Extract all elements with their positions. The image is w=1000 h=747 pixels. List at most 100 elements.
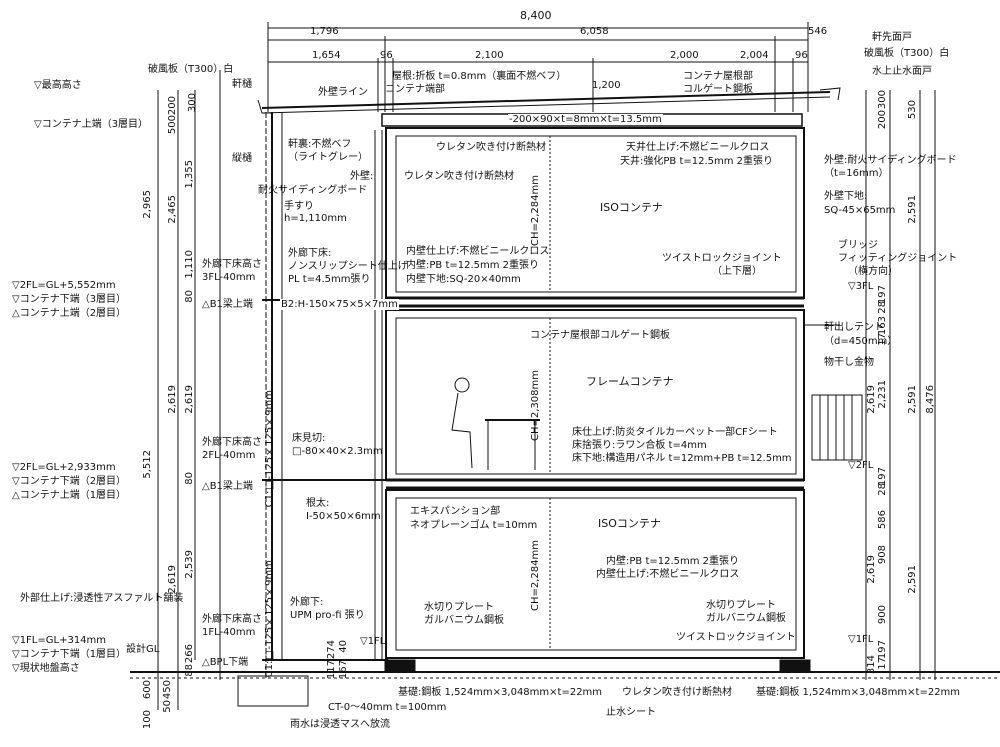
left-mid-2465: 2,465 bbox=[167, 195, 178, 224]
right-dim-314: 314 bbox=[866, 655, 877, 675]
note-twist-lower: ツイストロックジョイント bbox=[676, 632, 796, 643]
small-dim-117: 117 bbox=[326, 660, 337, 680]
note-container-end: コンテナ端部 bbox=[385, 84, 445, 95]
note-expansion-2: ネオプレーンゴム t=10mm bbox=[410, 520, 538, 531]
right-dim-908: 908 bbox=[877, 545, 888, 565]
left-mid-1355: 1,355 bbox=[184, 160, 195, 189]
right-dim-28b: 28 bbox=[877, 483, 888, 496]
right-dim-17b: 17 bbox=[877, 657, 888, 670]
left-dim-300: 300 bbox=[187, 93, 198, 113]
note-yuka-2: 床捨張り:ラワン合板 t=4mm bbox=[572, 440, 707, 451]
dim-row3-b: 96 bbox=[380, 50, 393, 61]
exterior-paving-label: 外部仕上げ:浸透性アスファルト舗装 bbox=[20, 593, 184, 604]
note-bridge-1: ブリッジ bbox=[838, 240, 878, 251]
note-corrugate: コルゲート鋼板 bbox=[683, 84, 753, 95]
note-yukami-2: □-80×40×2.3mm bbox=[292, 446, 383, 457]
note-gaiheki-right-2: （t=16mm） bbox=[824, 168, 889, 179]
note-nokide-1: 軒出しテント bbox=[824, 322, 884, 333]
dim-row3-c: 2,100 bbox=[475, 50, 504, 61]
note-urethane-1: ウレタン吹き付け断熱材 bbox=[436, 142, 546, 153]
note-tesuri-2: h=1,110mm bbox=[284, 213, 347, 224]
note-gairo-high-3b: 3FL-40mm bbox=[202, 272, 256, 283]
note-monohoshi: 物干し金物 bbox=[824, 357, 874, 368]
note-mizukiri-right-1: 水切りプレート bbox=[706, 600, 776, 611]
note-gairo-1: 外廊下: bbox=[290, 597, 324, 608]
note-mizukiri-left-1: 水切りプレート bbox=[424, 602, 494, 613]
note-tenjo-2: 天井:強化PB t=12.5mm 2重張り bbox=[620, 156, 774, 167]
dim-row3-a: 1,654 bbox=[312, 50, 341, 61]
note-mizukiri-right-2: ガルバニウム鋼板 bbox=[706, 613, 786, 624]
small-dim-167: 167 bbox=[338, 660, 349, 680]
left-dim-200: 200 bbox=[167, 96, 178, 116]
note-bridge-2: フィッティングジョイント bbox=[838, 253, 958, 264]
right-dim-28a: 28 bbox=[877, 301, 888, 314]
ceiling-height-lower: CH=2,284mm bbox=[530, 540, 541, 611]
note-gairo-yuka-2: ノンスリップシート仕上げ bbox=[288, 261, 408, 272]
left-mid-88: 88 bbox=[184, 664, 195, 677]
right-dim-200: 200 bbox=[877, 110, 888, 130]
dim-row3-e: 2,004 bbox=[740, 50, 769, 61]
dim-total: 8,400 bbox=[520, 9, 552, 22]
left-dim-500: 500 bbox=[167, 115, 178, 135]
dim-extra: 1,200 bbox=[592, 80, 621, 91]
dim-row2-a: 1,796 bbox=[310, 26, 339, 37]
left-mid-2619a: 2,619 bbox=[167, 385, 178, 414]
note-gairo-yuka-1: 外廊下床: bbox=[288, 248, 332, 259]
right-dim-2619b: 2,619 bbox=[866, 555, 877, 584]
note-yuka-3: 床下地:構造用パネル t=12mm+PB t=12.5mm bbox=[572, 453, 792, 464]
note-gairo-high-3: 外廊下床高さ bbox=[202, 259, 262, 270]
right-dim-586: 586 bbox=[877, 510, 888, 530]
dim-row2-b: 6,058 bbox=[580, 26, 609, 37]
note-hafuita-right: 破風板（T300）白 bbox=[864, 48, 950, 59]
level-b1-beam-lower: △B1梁上端 bbox=[202, 481, 253, 492]
note-yukami-1: 床見切: bbox=[292, 433, 326, 444]
note-nokisaki: 軒先面戸 bbox=[872, 32, 912, 43]
note-naiheki-2: 内壁:PB t=12.5mm 2重張り bbox=[406, 260, 540, 271]
right-dim-300: 300 bbox=[877, 90, 888, 110]
note-gaiheki-shita-2: SQ-45×65mm bbox=[824, 205, 896, 216]
note-mizukami: 水上止水面戸 bbox=[872, 66, 932, 77]
note-roof-beam: -200×90×t=8mm×t=13.5mm bbox=[508, 114, 663, 125]
level-max-height: ▽最高高さ bbox=[34, 80, 82, 91]
level-bpl-bottom: △BPL下端 bbox=[202, 657, 249, 668]
left-dim-450: 450 bbox=[162, 680, 173, 700]
left-dim-5512: 5,512 bbox=[142, 450, 153, 479]
note-ct: CT-0～40mm t=100mm bbox=[328, 702, 447, 713]
small-dim-274: 274 bbox=[326, 640, 337, 660]
level-container-bottom-1: ▽コンテナ下端（1層目） bbox=[12, 649, 127, 660]
note-c1-upper: C1:□-125×125×9mm bbox=[264, 390, 275, 508]
dim-row2-c: 546 bbox=[808, 26, 828, 37]
note-nokiura: 軒裏:不燃ベフ bbox=[288, 139, 352, 150]
left-mid-2539: 2,539 bbox=[184, 550, 195, 579]
level-1fl: ▽1FL=GL+314mm bbox=[12, 635, 107, 646]
note-urethane-bottom: ウレタン吹き付け断熱材 bbox=[622, 687, 732, 698]
note-tatedoi: 縦樋 bbox=[232, 153, 252, 164]
level-design-gl: 設計GL bbox=[126, 644, 160, 655]
note-b2-beam: B2:H-150×75×5×7mm bbox=[280, 299, 399, 310]
note-twist-upper-1: ツイストロックジョイント bbox=[662, 253, 782, 264]
note-neda-1: 根太: bbox=[306, 498, 330, 509]
label-iso-container-lower: ISOコンテナ bbox=[598, 517, 661, 530]
level-2fl-lower: ▽2FL=GL+2,933mm bbox=[12, 462, 116, 473]
note-gaiheki-left-1: 外壁: bbox=[350, 171, 374, 182]
note-container-roof-mid: コンテナ屋根部コルゲート鋼板 bbox=[530, 330, 670, 341]
note-neda-2: I-50×50×6mm bbox=[306, 511, 381, 522]
ceiling-height-upper: CH=2,284mm bbox=[530, 175, 541, 246]
note-gairo-high-2: 外廊下床高さ bbox=[202, 437, 262, 448]
level-container-bottom-2: ▽コンテナ下端（2層目） bbox=[12, 476, 127, 487]
note-1fl-mark: ▽1FL bbox=[360, 636, 386, 647]
note-naiheki-bottom-1: 内壁:PB t=12.5mm 2重張り bbox=[606, 556, 740, 567]
right-dim-900: 900 bbox=[877, 605, 888, 625]
left-mid-266: 266 bbox=[184, 644, 195, 664]
note-tenjo-1: 天井仕上げ:不燃ビニールクロス bbox=[626, 142, 770, 153]
left-mid-80a: 80 bbox=[184, 290, 195, 303]
note-naiheki-3: 内壁下地:SQ-20×40mm bbox=[406, 274, 521, 285]
left-dim-50: 50 bbox=[162, 700, 173, 713]
note-twist-upper-2: （上下層） bbox=[712, 266, 762, 277]
note-gaiheki-shita-1: 外壁下地: bbox=[824, 191, 868, 202]
right-dim-8476: 8,476 bbox=[925, 385, 936, 414]
left-mid-1110: 1,110 bbox=[184, 250, 195, 279]
right-dim-2591b: 2,591 bbox=[907, 385, 918, 414]
ceiling-height-mid: CH=2,308mm bbox=[530, 370, 541, 441]
note-yuka-1: 床仕上げ:防炎タイルカーペット一部CFシート bbox=[572, 427, 778, 438]
